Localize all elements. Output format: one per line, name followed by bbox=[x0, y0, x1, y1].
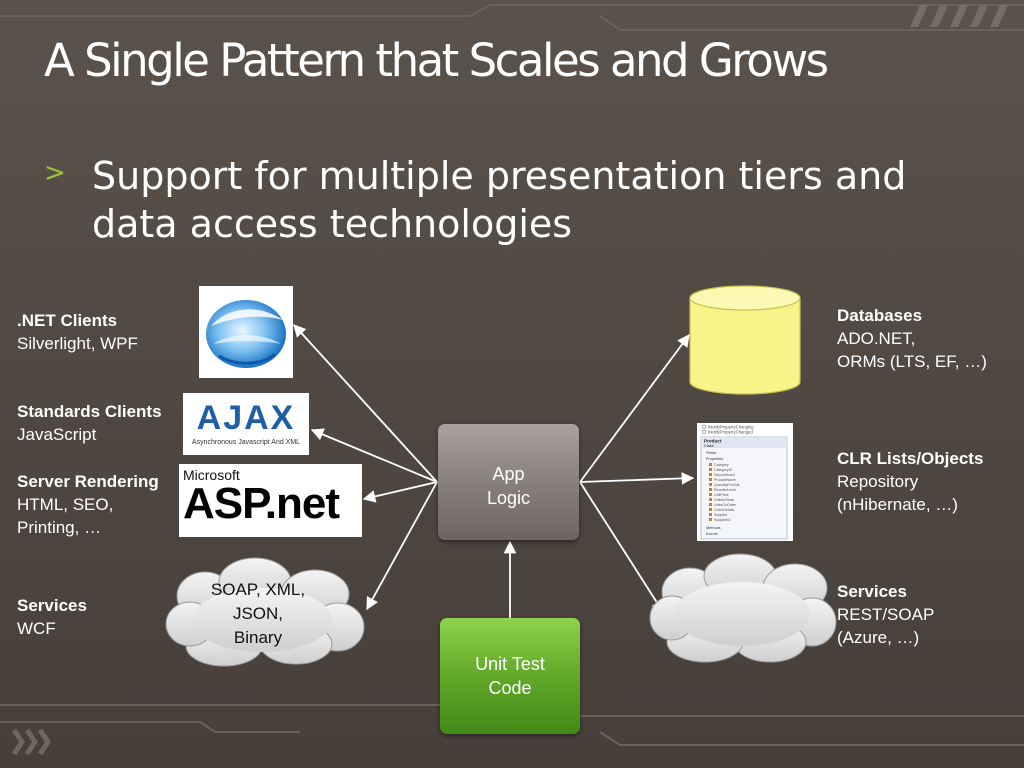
label-services-rest: Services REST/SOAP (Azure, …) bbox=[837, 580, 934, 649]
property-icon bbox=[709, 498, 712, 501]
label-title: Services bbox=[837, 582, 907, 601]
aspnet-word: ASP.net bbox=[183, 479, 340, 528]
bottom-left-chevrons bbox=[11, 728, 52, 756]
database-icon bbox=[689, 285, 801, 395]
label-title: .NET Clients bbox=[17, 311, 118, 330]
property-label: SupplierID bbox=[714, 518, 731, 522]
property-icon bbox=[709, 493, 712, 496]
rest-cloud bbox=[649, 553, 837, 663]
top-right-stripes bbox=[910, 5, 1008, 27]
label-title: Server Rendering bbox=[17, 472, 159, 491]
property-icon bbox=[709, 508, 712, 511]
soap-cloud bbox=[165, 557, 365, 667]
aspnet-vendor: Microsoft bbox=[183, 467, 240, 483]
property-icon bbox=[709, 468, 712, 471]
silverlight-logo bbox=[199, 286, 293, 378]
label-line: Silverlight, WPF bbox=[17, 334, 138, 353]
property-icon bbox=[709, 488, 712, 491]
arrow-to-dotnet-clients bbox=[293, 324, 438, 483]
label-line: ADO.NET, bbox=[837, 329, 916, 348]
label-title: Services bbox=[17, 596, 87, 615]
arrow-to-databases bbox=[579, 333, 690, 483]
property-label: UnitsInStock bbox=[714, 498, 734, 502]
property-icon bbox=[709, 513, 712, 516]
label-title: CLR Lists/Objects bbox=[837, 449, 984, 468]
label-clr-lists-objects: CLR Lists/Objects Repository (nHibernate… bbox=[837, 447, 983, 516]
arrow-to-server-rendering bbox=[362, 481, 438, 503]
property-label: ReorderLevel bbox=[714, 488, 736, 492]
arrow-to-standards-clients bbox=[310, 428, 438, 483]
label-line: (nHibernate, …) bbox=[837, 495, 958, 514]
app-logic-box: App Logic bbox=[438, 424, 579, 540]
interface-label: INotifyPropertyChanging bbox=[708, 425, 754, 430]
cloud-text-line: Binary bbox=[233, 628, 283, 647]
ajax-word: AJAX bbox=[196, 399, 296, 437]
silverlight-icon bbox=[206, 300, 286, 368]
property-label: Discontinued bbox=[714, 473, 735, 477]
property-icon bbox=[709, 473, 712, 476]
label-line: (Azure, …) bbox=[837, 628, 920, 647]
aspnet-logo: Microsoft ASP.net bbox=[179, 464, 362, 537]
slide-title: A Single Pattern that Scales and Grows bbox=[44, 34, 829, 87]
section-label: Methods bbox=[706, 526, 721, 530]
section-label: Events bbox=[706, 532, 718, 536]
property-icon bbox=[709, 483, 712, 486]
property-icon bbox=[709, 478, 712, 481]
label-title: Databases bbox=[837, 306, 923, 325]
label-line: Printing, … bbox=[17, 518, 102, 537]
section-label: Properties bbox=[706, 457, 723, 461]
ajax-tagline: Asynchronous Javascript And XML bbox=[191, 439, 301, 446]
class-kind: Class bbox=[704, 444, 714, 448]
arrow-to-clr-objects bbox=[579, 472, 695, 485]
class-name: Product bbox=[704, 439, 722, 444]
section-label: Fields bbox=[706, 451, 716, 455]
label-title: Standards Clients bbox=[17, 402, 162, 421]
property-label: Category bbox=[714, 463, 729, 467]
label-server-rendering: Server Rendering HTML, SEO, Printing, … bbox=[17, 470, 159, 539]
class-diagram-panel: INotifyPropertyChanging INotifyPropertyC… bbox=[697, 423, 793, 541]
property-label: UnitsOnOrder bbox=[714, 503, 737, 507]
interface-label: INotifyPropertyChanged bbox=[708, 430, 753, 435]
property-icon bbox=[709, 463, 712, 466]
unit-test-code-box: Unit Test Code bbox=[440, 618, 580, 734]
label-line: WCF bbox=[17, 619, 56, 638]
class-diagram: INotifyPropertyChanging INotifyPropertyC… bbox=[700, 425, 788, 540]
arrow-to-services-wcf bbox=[366, 481, 438, 611]
arrow-to-services-rest bbox=[579, 481, 664, 614]
property-icon bbox=[709, 518, 712, 521]
cloud-text-line: JSON, bbox=[232, 604, 284, 623]
label-line: JavaScript bbox=[17, 425, 97, 444]
label-standards-clients: Standards Clients JavaScript bbox=[17, 400, 162, 446]
bullet-text: Support for multiple presentation tiers … bbox=[92, 154, 907, 246]
label-line: REST/SOAP bbox=[837, 605, 935, 624]
cloud-text-line: SOAP, XML, bbox=[210, 580, 306, 599]
bullet-marker-icon: > bbox=[44, 158, 66, 188]
soap-cloud-text: SOAP, XML, JSON, Binary bbox=[192, 578, 324, 650]
label-databases: Databases ADO.NET, ORMs (LTS, EF, …) bbox=[837, 304, 987, 373]
property-label: CategoryID bbox=[714, 468, 733, 472]
label-line: ORMs (LTS, EF, …) bbox=[837, 352, 987, 371]
property-label: QuantityPerUnit bbox=[714, 483, 739, 487]
top-circuit-lines bbox=[0, 4, 1024, 31]
property-label: Supplier bbox=[714, 513, 728, 517]
label-services-wcf: Services WCF bbox=[17, 594, 87, 640]
label-line: HTML, SEO, bbox=[17, 495, 114, 514]
label-line: Repository bbox=[837, 472, 919, 491]
ajax-logo: AJAX Asynchronous Javascript And XML bbox=[183, 393, 309, 455]
label-dotnet-clients: .NET Clients Silverlight, WPF bbox=[17, 309, 138, 355]
property-label: UnitPrice bbox=[714, 493, 729, 497]
property-label: OrderDetails bbox=[714, 508, 734, 512]
property-label: ProductName bbox=[714, 478, 736, 482]
property-icon bbox=[709, 503, 712, 506]
